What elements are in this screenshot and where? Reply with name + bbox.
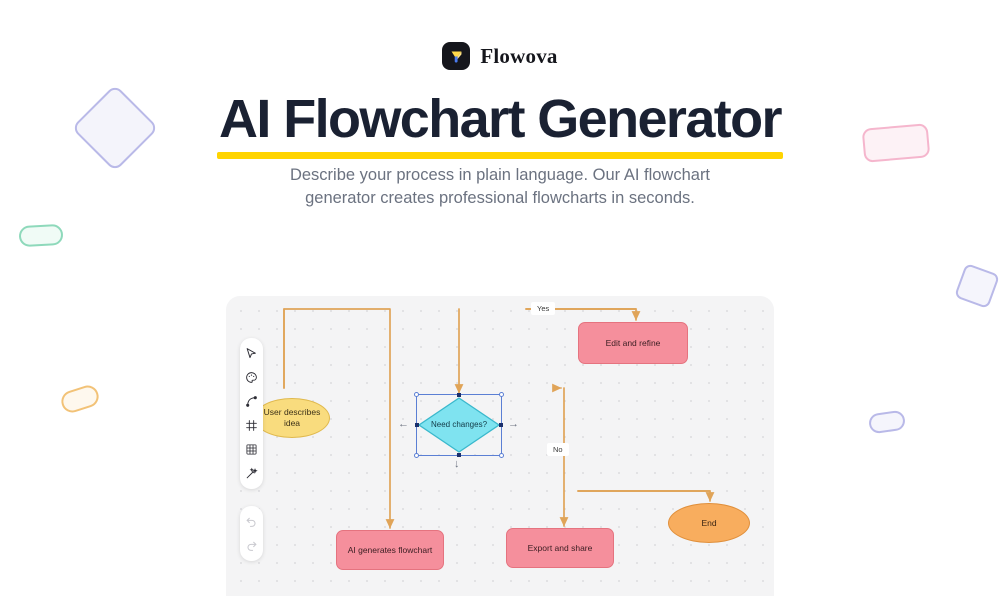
decor-square-purple xyxy=(953,262,1000,310)
connect-hint-down-icon[interactable]: ↓ xyxy=(454,458,460,470)
node-export-label: Export and share xyxy=(527,543,593,553)
redo-icon[interactable] xyxy=(242,536,261,555)
anchor-left[interactable] xyxy=(415,423,419,427)
decor-pill-green xyxy=(18,223,64,248)
node-need-changes[interactable]: Need changes? xyxy=(414,392,504,458)
flowova-logo-icon xyxy=(442,42,471,70)
hero-headline-wrap: AI Flowchart Generator xyxy=(0,88,1000,159)
magic-wand-icon[interactable] xyxy=(242,464,261,483)
selection-box xyxy=(414,392,504,458)
node-ai-generates[interactable]: AI generates flowchart xyxy=(336,530,444,570)
anchor-top[interactable] xyxy=(457,393,461,397)
page-title-text: AI Flowchart Generator xyxy=(219,89,783,149)
undo-icon[interactable] xyxy=(242,512,261,531)
node-edit-label: Edit and refine xyxy=(605,338,661,348)
headline-underline xyxy=(217,152,783,159)
node-start-label: User describes idea xyxy=(263,407,321,428)
connect-hint-left-icon[interactable]: ← xyxy=(398,418,409,430)
page-title: AI Flowchart Generator xyxy=(217,88,783,159)
canvas-toolbar[interactable] xyxy=(240,338,263,489)
node-end[interactable]: End xyxy=(668,503,750,543)
resize-handle-nw[interactable] xyxy=(414,392,419,397)
node-need-changes-label: Need changes? xyxy=(430,420,488,429)
decor-pill-orange xyxy=(58,382,102,416)
resize-handle-se[interactable] xyxy=(499,453,504,458)
resize-handle-sw[interactable] xyxy=(414,453,419,458)
anchor-right[interactable] xyxy=(499,423,503,427)
flowchart-edges xyxy=(283,308,715,529)
connector-curve-icon[interactable] xyxy=(242,392,261,411)
resize-handle-ne[interactable] xyxy=(499,392,504,397)
flowchart-canvas[interactable]: User describes idea Edit and refine AI g… xyxy=(226,296,774,596)
node-export-and-share[interactable]: Export and share xyxy=(506,528,614,568)
frame-icon[interactable] xyxy=(242,416,261,435)
brand-name: Flowova xyxy=(480,43,558,68)
palette-icon[interactable] xyxy=(242,368,261,387)
grid-icon[interactable] xyxy=(242,440,261,459)
node-ai-label: AI generates flowchart xyxy=(347,545,433,555)
edge-label-yes: Yes xyxy=(531,302,556,315)
anchor-bottom[interactable] xyxy=(457,453,461,457)
edge-label-no: No xyxy=(547,443,569,456)
select-cursor-icon[interactable] xyxy=(242,344,261,363)
history-toolbar[interactable] xyxy=(240,506,263,561)
diamond-shape-icon xyxy=(418,397,500,453)
connect-hint-right-icon[interactable]: → xyxy=(508,418,519,430)
node-edit-and-refine[interactable]: Edit and refine xyxy=(578,322,688,364)
node-end-label: End xyxy=(701,518,717,528)
decor-pill-purple xyxy=(867,409,907,435)
hero-subtitle: Describe your process in plain language.… xyxy=(289,166,711,207)
brand-header: Flowova xyxy=(0,42,1000,70)
node-start[interactable]: User describes idea xyxy=(254,398,330,438)
